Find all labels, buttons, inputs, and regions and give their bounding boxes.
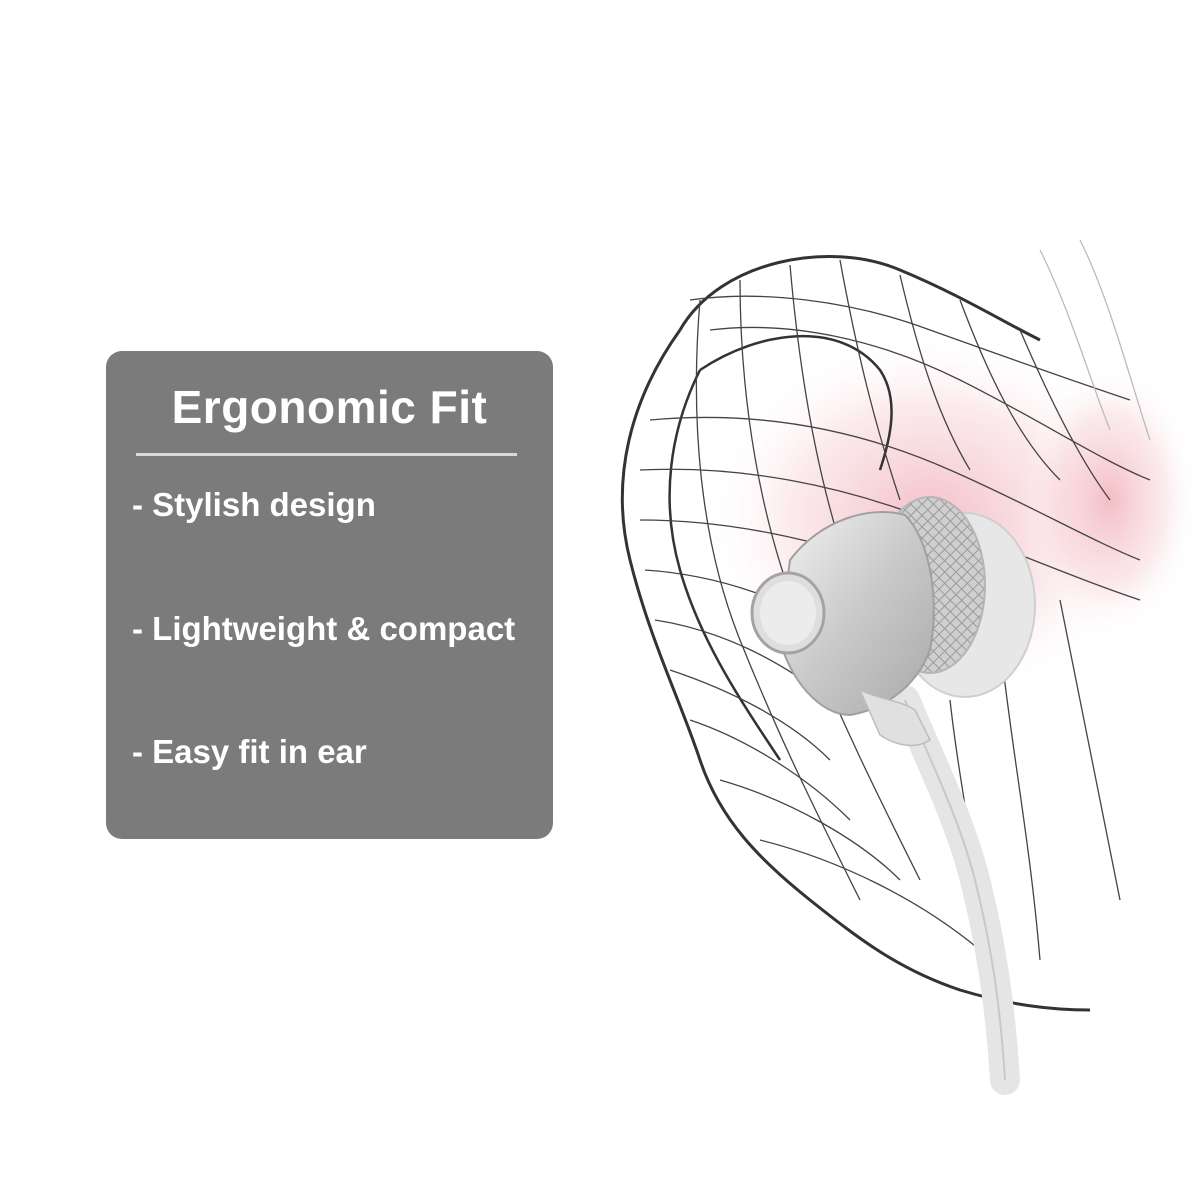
ear-outline [620, 255, 1091, 1012]
ear-inner-fold [668, 334, 893, 761]
feature-easy-fit: - Easy fit in ear [132, 733, 367, 770]
earphone-stem [858, 688, 931, 747]
feature-panel [106, 351, 553, 839]
earphone-body [778, 511, 935, 717]
earphone-cable [890, 685, 1020, 1095]
ear-earphone-illustration [620, 239, 1200, 1095]
title-divider [136, 453, 517, 456]
feature-stylish-design: - Stylish design [132, 486, 376, 523]
panel-title: Ergonomic Fit [171, 381, 488, 433]
feature-lightweight-compact: - Lightweight & compact [132, 610, 516, 647]
